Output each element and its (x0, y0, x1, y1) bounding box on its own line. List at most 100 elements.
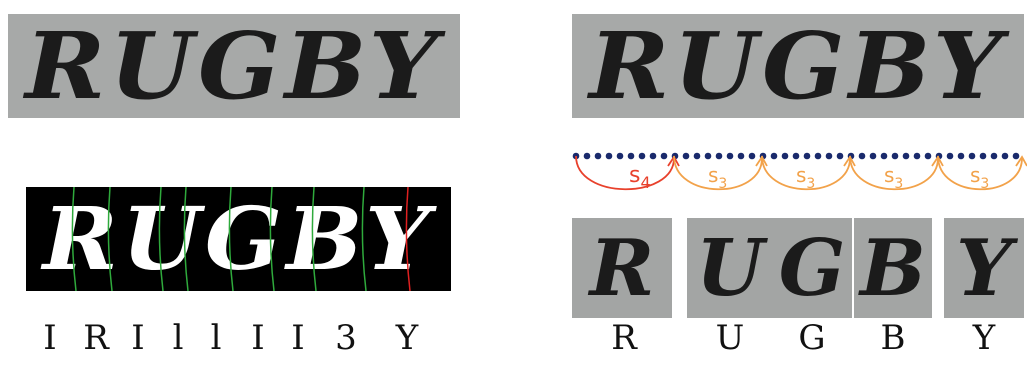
segment-point (605, 152, 613, 160)
split-line (71, 187, 77, 291)
arc-label: s3 (884, 163, 903, 192)
arc-label-main: s (629, 163, 640, 188)
oversegment-label: 3 (335, 318, 357, 358)
segment-point (748, 152, 756, 160)
split-line (183, 187, 189, 291)
oversegment-label: l (172, 318, 184, 358)
character-crop: U (687, 218, 773, 318)
arc-label: s4 (629, 163, 651, 192)
transition-arc (937, 155, 1023, 191)
oversegment-label: I (251, 318, 265, 358)
oversegment-label: Y (395, 318, 419, 358)
plate-text-right: RUGBY (589, 14, 1007, 118)
segment-point (825, 152, 833, 160)
character-crop: B (854, 218, 932, 318)
segment-point (693, 152, 701, 160)
segment-point (704, 152, 712, 160)
segment-point (638, 152, 646, 160)
segment-point (968, 152, 976, 160)
segment-point (803, 152, 811, 160)
transition-arc (849, 155, 939, 191)
plate-text-left: RUGBY (25, 14, 443, 118)
transition-arc (575, 155, 675, 191)
segment-point (660, 152, 668, 160)
arc-label-main: s (796, 163, 806, 187)
character-crop: Y (944, 218, 1024, 318)
arc-label-subscript: 3 (980, 176, 989, 192)
segment-point (880, 152, 888, 160)
arc-label: s3 (708, 163, 727, 192)
input-word-image-left: RUGBY (8, 14, 460, 118)
character-crop-glyph: G (778, 222, 846, 314)
character-label: R (611, 318, 637, 358)
oversegment-label: R (83, 318, 109, 358)
character-label: G (798, 318, 826, 358)
segment-point (836, 152, 844, 160)
segment-point (913, 152, 921, 160)
segment-point (616, 152, 624, 160)
segment-point (682, 152, 690, 160)
arc-arrowhead (1015, 155, 1027, 167)
segment-point (781, 152, 789, 160)
segment-point (737, 152, 745, 160)
arc-label-main: s (970, 163, 980, 187)
arc-label-main: s (884, 163, 894, 187)
character-label: Y (972, 318, 996, 358)
segment-point (594, 152, 602, 160)
segment-point (946, 152, 954, 160)
segment-point (770, 152, 778, 160)
binarized-text: RUGBY (42, 188, 435, 290)
input-word-image-right: RUGBY (572, 14, 1024, 118)
arc-label-subscript: 3 (806, 176, 815, 192)
segment-point (902, 152, 910, 160)
transition-arc (673, 155, 763, 191)
arc-label-subscript: 3 (894, 176, 903, 192)
segment-point (924, 152, 932, 160)
split-line (311, 187, 317, 291)
split-line (269, 187, 275, 291)
segment-point (583, 152, 591, 160)
segment-point (792, 152, 800, 160)
character-crop-glyph: Y (956, 222, 1012, 314)
segment-point (957, 152, 965, 160)
character-crop: R (572, 218, 672, 318)
oversegment-label: l (210, 318, 222, 358)
arc-label: s3 (796, 163, 815, 192)
character-label: U (715, 318, 745, 358)
segment-point (891, 152, 899, 160)
segment-point (869, 152, 877, 160)
segment-point (1012, 152, 1020, 160)
segment-point (649, 152, 657, 160)
segment-point (814, 152, 822, 160)
arc-label-subscript: 4 (640, 173, 650, 192)
oversegment-label: I (131, 318, 145, 358)
segment-point (979, 152, 987, 160)
oversegment-label: I (291, 318, 305, 358)
character-crop-glyph: U (695, 222, 765, 314)
character-label: B (880, 318, 906, 358)
segment-point (726, 152, 734, 160)
split-line-red (405, 187, 411, 291)
segment-point (1001, 152, 1009, 160)
segment-point (627, 152, 635, 160)
split-line (158, 187, 164, 291)
split-line (228, 187, 234, 291)
oversegmentation-lines (71, 187, 411, 291)
arc-label: s3 (970, 163, 989, 192)
character-crop: G (772, 218, 852, 318)
character-crop-glyph: B (860, 222, 926, 314)
arc-label-subscript: 3 (718, 176, 727, 192)
oversegment-label: I (43, 318, 57, 358)
segment-point (990, 152, 998, 160)
segment-point (858, 152, 866, 160)
character-crop-glyph: R (589, 222, 655, 314)
split-line (361, 187, 367, 291)
binarized-word-image: RUGBY (26, 187, 451, 291)
split-line (107, 187, 113, 291)
arc-label-main: s (708, 163, 718, 187)
transition-arc (761, 155, 851, 191)
